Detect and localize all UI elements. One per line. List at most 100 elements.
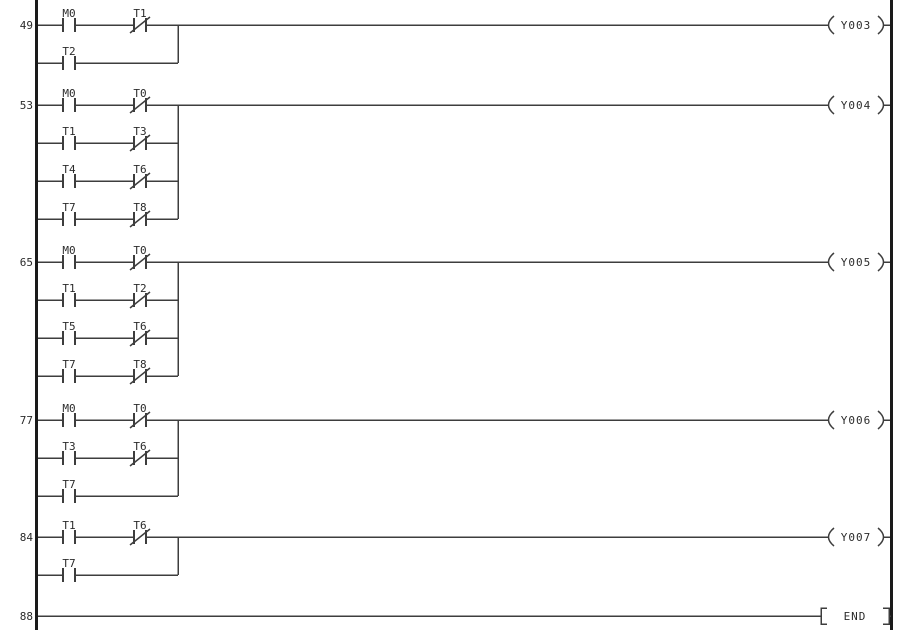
coil-right-arc (877, 252, 885, 272)
contact-label: T7 (62, 201, 75, 214)
coil-left-arc (827, 527, 835, 547)
nc-slash (129, 16, 151, 34)
coil-label: Y007 (841, 531, 872, 544)
contact-T0-nc[interactable]: T0 (75, 244, 151, 271)
contact-label: T6 (133, 519, 146, 532)
coil-Y006[interactable]: Y006 (827, 410, 885, 430)
contact-T6-nc[interactable]: T6 (75, 163, 151, 190)
contact-T7-no[interactable]: T7 (38, 478, 76, 503)
coil-label: Y006 (841, 414, 872, 427)
contact-label: T1 (62, 125, 75, 138)
contact-T6-nc[interactable]: T6 (75, 440, 151, 467)
nc-slash (129, 96, 151, 114)
contact-label: T0 (133, 87, 146, 100)
contact-T7-no[interactable]: T7 (38, 201, 76, 226)
nc-slash (129, 528, 151, 546)
contact-label: T6 (133, 320, 146, 333)
coil-right-arc (877, 95, 885, 115)
step-number: 77 (20, 414, 33, 427)
contact-label: T5 (62, 320, 75, 333)
contact-T3-no[interactable]: T3 (38, 440, 76, 465)
instruction-label: END (844, 610, 867, 623)
nc-slash (129, 411, 151, 429)
contact-label: T0 (133, 402, 146, 415)
nc-slash (129, 367, 151, 385)
coil-label: Y005 (841, 256, 872, 269)
contact-label: T6 (133, 440, 146, 453)
nc-slash (129, 253, 151, 271)
contact-T5-no[interactable]: T5 (38, 320, 76, 345)
contact-T7-no[interactable]: T7 (38, 358, 76, 383)
nc-slash (129, 172, 151, 190)
contact-T7-no[interactable]: T7 (38, 557, 76, 582)
contact-label: T8 (133, 358, 146, 371)
coil-label: Y004 (841, 99, 872, 112)
contact-label: T3 (133, 125, 146, 138)
contact-T1-no[interactable]: T1 (38, 282, 76, 307)
contact-label: T2 (133, 282, 146, 295)
contact-M0-no[interactable]: M0 (38, 87, 76, 112)
instruction-END[interactable]: END (820, 607, 890, 625)
contact-label: T7 (62, 358, 75, 371)
coil-Y004[interactable]: Y004 (827, 95, 885, 115)
coil-Y005[interactable]: Y005 (827, 252, 885, 272)
contact-label: T0 (133, 244, 146, 257)
step-number: 53 (20, 99, 33, 112)
coil-label: Y003 (841, 19, 872, 32)
contact-M0-no[interactable]: M0 (38, 402, 76, 427)
coil-left-arc (827, 95, 835, 115)
coil-Y003[interactable]: Y003 (827, 15, 885, 35)
contact-T1-no[interactable]: T1 (38, 519, 76, 544)
contact-M0-no[interactable]: M0 (38, 244, 76, 269)
contact-label: T6 (133, 163, 146, 176)
contact-label: T2 (62, 45, 75, 58)
nc-slash (129, 449, 151, 467)
contact-T1-nc[interactable]: T1 (75, 7, 151, 34)
contact-label: T1 (62, 519, 75, 532)
step-number: 88 (20, 610, 33, 623)
contact-T0-nc[interactable]: T0 (75, 87, 151, 114)
coil-Y007[interactable]: Y007 (827, 527, 885, 547)
coil-right-arc (877, 527, 885, 547)
step-number: 49 (20, 19, 33, 32)
step-number: 65 (20, 256, 33, 269)
coil-right-arc (877, 410, 885, 430)
contact-T1-no[interactable]: T1 (38, 125, 76, 150)
nc-slash (129, 210, 151, 228)
contact-label: T4 (62, 163, 76, 176)
contact-T2-no[interactable]: T2 (38, 45, 76, 70)
right-power-rail (890, 0, 893, 630)
contact-T4-no[interactable]: T4 (38, 163, 76, 188)
contact-label: T1 (133, 7, 146, 20)
coil-left-arc (827, 15, 835, 35)
contact-T6-nc[interactable]: T6 (75, 519, 151, 546)
contact-T8-nc[interactable]: T8 (75, 358, 151, 385)
contact-label: M0 (62, 244, 75, 257)
coil-right-arc (877, 15, 885, 35)
contact-M0-no[interactable]: M0 (38, 7, 76, 32)
contact-T6-nc[interactable]: T6 (75, 320, 151, 347)
contact-label: T7 (62, 557, 75, 570)
contact-label: M0 (62, 7, 75, 20)
contact-label: T1 (62, 282, 75, 295)
contact-T8-nc[interactable]: T8 (75, 201, 151, 228)
bracket-left (820, 607, 827, 625)
contact-T3-nc[interactable]: T3 (75, 125, 151, 152)
contact-T2-nc[interactable]: T2 (75, 282, 151, 309)
bracket-right (883, 607, 890, 625)
contact-label: T8 (133, 201, 146, 214)
nc-slash (129, 329, 151, 347)
contact-label: M0 (62, 402, 75, 415)
coil-left-arc (827, 410, 835, 430)
step-number: 84 (20, 531, 34, 544)
contact-T0-nc[interactable]: T0 (75, 402, 151, 429)
nc-slash (129, 134, 151, 152)
contact-label: T3 (62, 440, 75, 453)
